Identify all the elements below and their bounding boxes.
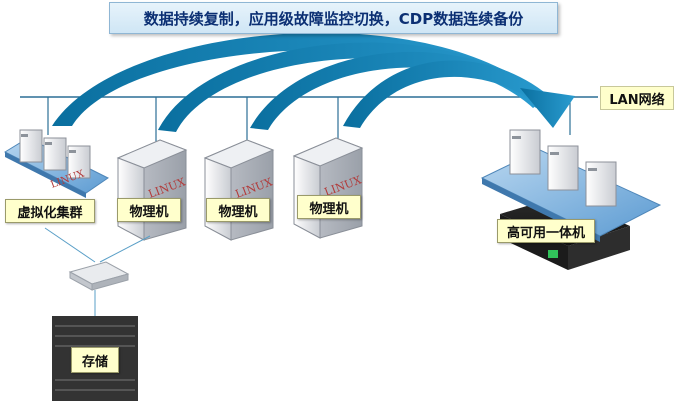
ha-appliance-label: 高可用一体机: [497, 219, 595, 243]
virtual-cluster-label: 虚拟化集群: [5, 199, 95, 223]
ha-server-2: [547, 145, 579, 191]
storage-switch: [68, 261, 130, 291]
title-banner: 数据持续复制，应用级故障监控切换，CDP数据连续备份: [109, 2, 558, 34]
ha-appliance-group: [480, 129, 662, 270]
storage-links: [44, 227, 151, 316]
storage-label: 存储: [71, 347, 119, 373]
lan-network-label: LAN网络: [600, 86, 674, 110]
ha-server-1: [509, 129, 541, 175]
vm-server-1: [19, 129, 43, 163]
lan-drops: [47, 97, 571, 148]
vm-server-2: [43, 137, 67, 171]
physical-server-3-label: 物理机: [297, 195, 361, 219]
physical-server-2-label: 物理机: [206, 198, 270, 222]
replication-arrows: [52, 32, 575, 132]
virtual-cluster-group: [3, 129, 109, 198]
vm-server-3: [67, 145, 91, 179]
ha-server-3: [585, 161, 617, 207]
physical-server-1-label: 物理机: [117, 198, 181, 222]
